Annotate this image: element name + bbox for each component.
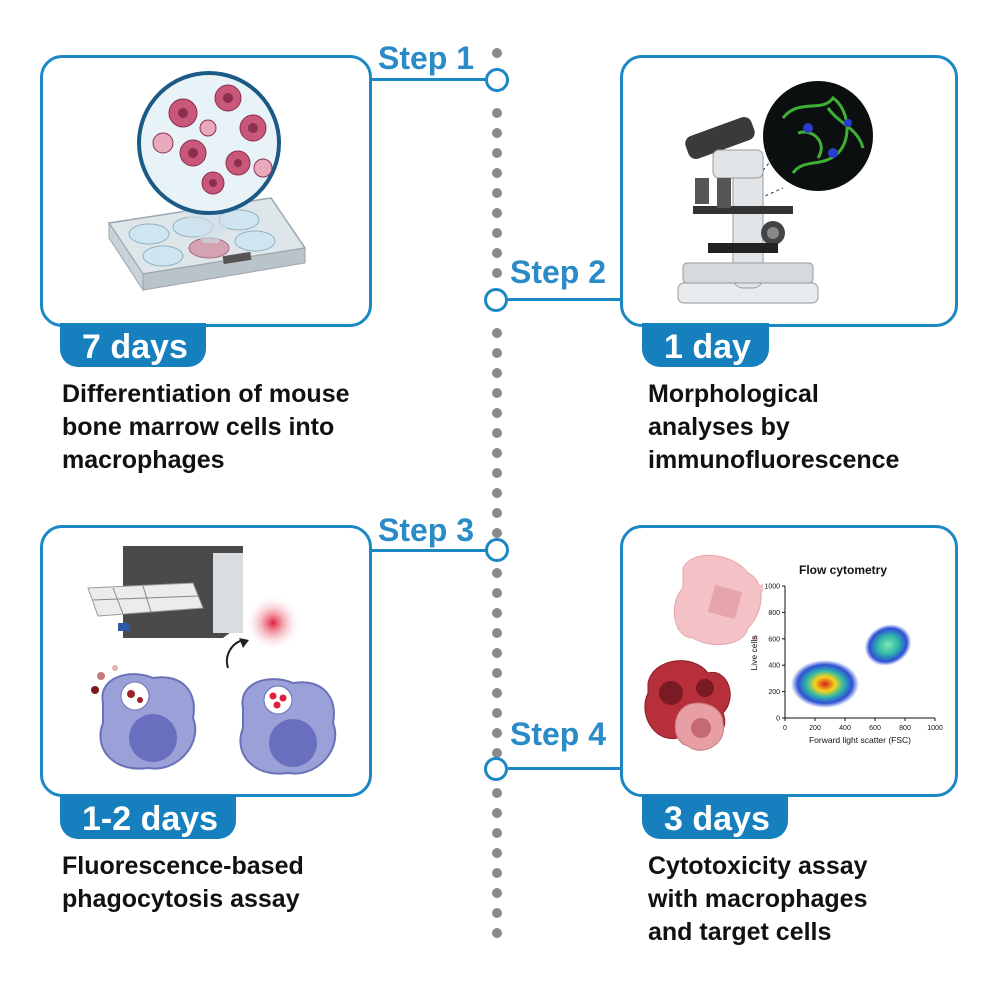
timeline-dot [492,348,502,358]
timeline-dot [492,188,502,198]
flow-plot-x-tick-label: 200 [809,725,821,732]
step-2-description: Morphological analyses by immunofluoresc… [648,378,899,477]
step-2-description-line: Morphological [648,380,819,408]
timeline-dot [492,928,502,938]
timeline-dot [492,468,502,478]
timeline-dot [492,228,502,238]
step-4-description-line: with macrophages [648,885,868,913]
step-3-duration-badge: 1-2 days [60,795,237,839]
step-2-description-line: analyses by [648,413,790,441]
timeline-dot [492,668,502,678]
flow-plot-y-tick-label: 0 [776,716,780,723]
flow-plot-xlabel: Forward light scatter (FSC) [809,735,911,745]
flow-plot-x-tick-label: 1000 [927,725,943,732]
flow-plot-x-tick-label: 0 [783,725,787,732]
step-3-panel [40,525,372,797]
step-2-label: Step 2 [510,254,607,290]
timeline-dot [492,788,502,798]
step-1-description-line: macrophages [62,446,225,474]
step-1-marker [485,68,509,92]
timeline-dot [492,268,502,278]
flow-cytometry-plot: Flow cytometry 0 200 400 600 800 1000 0 200 400 6… [749,563,943,745]
microscope-illustration [677,81,873,304]
step-4-description: Cytotoxicity assay with macrophages and … [648,850,868,949]
timeline-dot [492,868,502,878]
step-1-description-line: Differentiation of mouse [62,380,350,408]
flow-plot-axes: 0 200 400 600 800 1000 0 200 400 600 800 1000 [764,584,942,733]
flow-plot-y-tick-label: 400 [768,663,780,670]
step-2-panel [620,55,958,327]
timeline-dot [492,208,502,218]
step-4-panel: Flow cytometry 0 200 400 600 800 1000 0 200 400 6… [620,525,958,797]
step-4-label: Step 4 [510,716,607,752]
step-4-connector [508,767,622,770]
step-1-panel [40,55,372,327]
timeline-dot [492,568,502,578]
plate-reader-phagocytosis-illustration [87,546,337,775]
step-3-connector [372,549,486,552]
cell-culture-plate-illustration [107,71,307,292]
step-2-marker [484,288,508,312]
step-2-connector [508,298,622,301]
timeline-dot [492,588,502,598]
timeline-dot [492,808,502,818]
timeline-dot [492,448,502,458]
timeline-dot [492,368,502,378]
step-4-duration-badge: 3 days [642,795,788,839]
timeline-dot [492,908,502,918]
timeline-dot [492,728,502,738]
target-cells-illustration [644,554,763,751]
step-1-connector [368,78,486,81]
step-3-description-line: Fluorescence-based [62,852,304,880]
timeline-dot [492,328,502,338]
step-4-description-line: and target cells [648,918,832,946]
timeline-dot [492,688,502,698]
timeline-dot [492,848,502,858]
timeline-dot [492,148,502,158]
step-4-marker [484,757,508,781]
flow-plot-y-tick-label: 800 [768,610,780,617]
step-1-description-line: bone marrow cells into [62,413,335,441]
flow-plot-y-tick-label: 1000 [764,584,780,591]
flow-plot-title: Flow cytometry [799,563,887,577]
flow-plot-y-tick-label: 200 [768,689,780,696]
timeline-dot [492,888,502,898]
timeline-dot [492,248,502,258]
cell-population-1 [791,660,859,708]
timeline-dot [492,528,502,538]
timeline-dot [492,48,502,58]
flow-plot-x-tick-label: 400 [839,725,851,732]
timeline-dot [492,708,502,718]
timeline-dot [492,748,502,758]
step-3-label: Step 3 [378,512,475,548]
step-1-label: Step 1 [378,40,475,76]
step-3-description-line: phagocytosis assay [62,885,300,913]
flow-plot-x-tick-label: 800 [899,725,911,732]
step-4-description-line: Cytotoxicity assay [648,852,868,880]
flow-plot-ylabel: Live cells [749,636,759,671]
cell-population-2 [864,624,912,666]
step-1-duration-badge: 7 days [60,323,206,367]
step-2-duration-badge: 1 day [642,323,769,367]
timeline-dot [492,628,502,638]
timeline-dot [492,608,502,618]
flow-plot-x-tick-label: 600 [869,725,881,732]
timeline-dot [492,108,502,118]
timeline-dot [492,428,502,438]
step-3-description: Fluorescence-based phagocytosis assay [62,850,304,916]
flow-plot-y-tick-label: 600 [768,636,780,643]
timeline-dot [492,408,502,418]
timeline-dot [492,488,502,498]
timeline-dot [492,648,502,658]
step-1-description: Differentiation of mouse bone marrow cel… [62,378,350,477]
timeline-dot [492,828,502,838]
step-2-description-line: immunofluorescence [648,446,900,474]
timeline-dot [492,388,502,398]
timeline-dot [492,128,502,138]
step-3-marker [485,538,509,562]
timeline-dot [492,168,502,178]
timeline-dot [492,508,502,518]
